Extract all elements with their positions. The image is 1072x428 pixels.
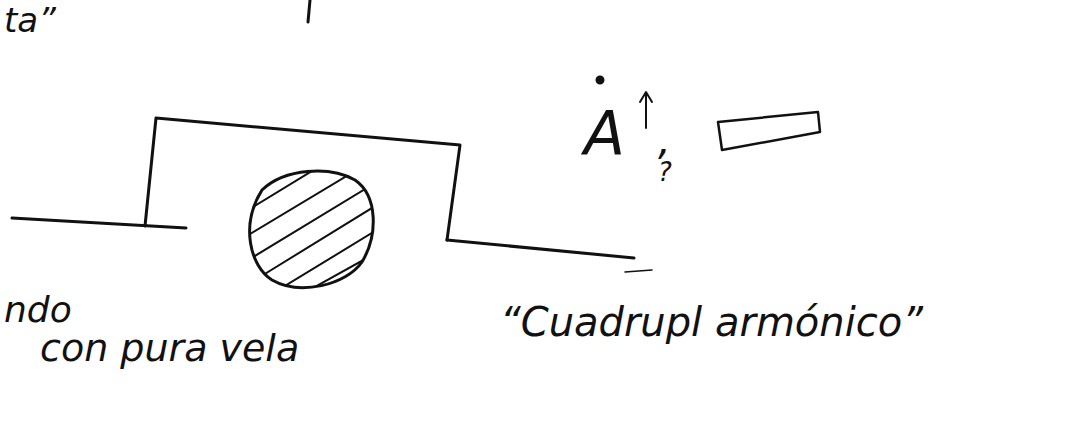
title-quote: “Cuadrupl armónico”	[500, 300, 923, 344]
letter-label: A	[584, 100, 625, 166]
small-rectangle	[718, 112, 820, 150]
base-line-left	[12, 218, 186, 228]
up-arrow-head	[640, 92, 652, 102]
note-fragment: ndo	[4, 290, 72, 330]
base-line-right	[447, 240, 634, 258]
raised-profile	[145, 118, 460, 240]
stray-stroke	[308, 0, 310, 22]
punctuation-mark: ,	[658, 118, 671, 162]
blob-hatching	[240, 160, 385, 298]
note-text: con pura vela	[40, 328, 299, 370]
dot-accent	[597, 77, 603, 83]
stray-stroke	[625, 270, 652, 272]
up-arrow	[645, 94, 647, 128]
note-fragment: ta”	[4, 2, 56, 39]
question-mark: ?	[658, 158, 672, 187]
